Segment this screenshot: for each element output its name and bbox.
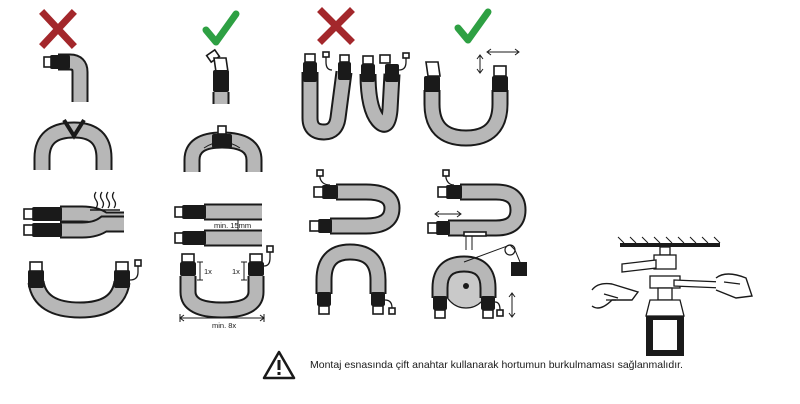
correct-marker-1 [202, 10, 240, 46]
hose-parallel-gap-correct [174, 203, 262, 247]
double-wrench-assembly [591, 236, 753, 356]
correct-marker-2 [454, 8, 492, 44]
hose-elbow-fitting-correct [205, 48, 230, 104]
hose-loops-wrong [301, 51, 410, 141]
hose-movable-end-correct [427, 169, 527, 237]
hose-u-loop-correct [423, 48, 520, 147]
bend-radius-label-right: 1x [232, 267, 240, 276]
hose-pulley-correct [431, 231, 527, 319]
warning-text: Montaj esnasında çift anahtar kullanarak… [310, 359, 683, 371]
hose-wide-u-wrong [27, 259, 142, 319]
bend-radius-label-left: 1x [204, 267, 212, 276]
wrong-marker-2 [317, 7, 355, 45]
hose-clamped-arch-wrong [33, 118, 113, 170]
hose-inverted-loop-wrong [315, 243, 396, 315]
hose-heat-source-wrong [23, 191, 124, 239]
hose-sharp-bend-wrong [43, 53, 89, 102]
min-gap-label: min. 15mm [214, 221, 251, 230]
hose-u-dimensioned-correct [179, 245, 274, 322]
warning-triangle-icon [262, 350, 296, 380]
hose-long-loop-wrong [309, 169, 401, 235]
wrong-marker-1 [39, 9, 77, 49]
min-span-label: min. 8x [212, 321, 236, 330]
warning-note: Montaj esnasında çift anahtar kullanarak… [262, 348, 683, 382]
hose-supported-arch-correct [183, 125, 263, 172]
